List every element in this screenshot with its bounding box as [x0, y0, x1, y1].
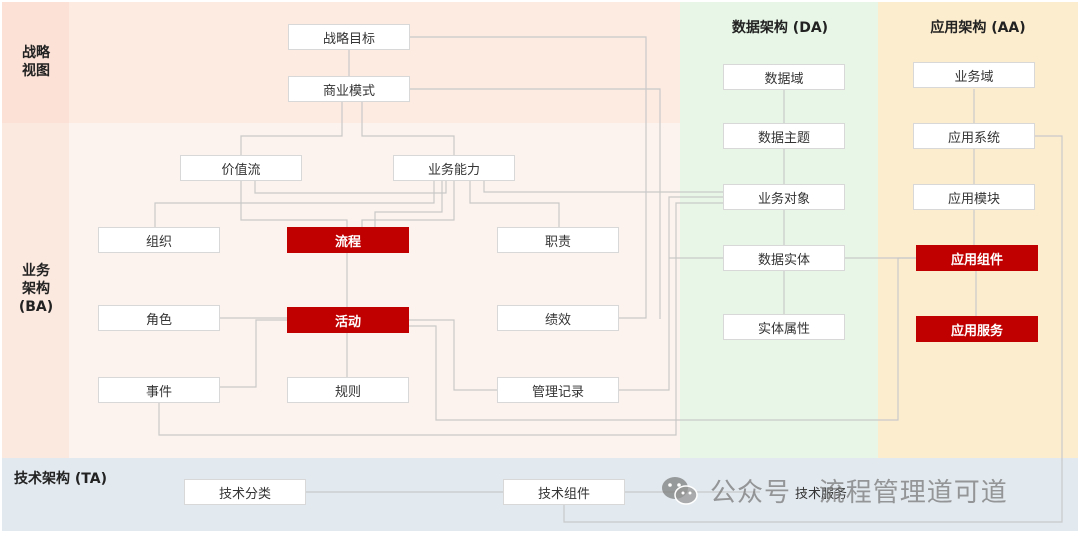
business-architecture-label: 业务 架构 (BA): [18, 263, 54, 315]
watermark: 公众号 · 流程管理道可道: [660, 472, 1008, 509]
strategy-region: [2, 2, 680, 123]
node-organization: 组织: [98, 227, 220, 253]
node-activity: 活动: [287, 307, 409, 333]
node-strategy-goal: 战略目标: [288, 24, 410, 50]
node-business-model: 商业模式: [288, 76, 410, 102]
node-tech-service: 技术服务: [794, 486, 847, 502]
node-management-record: 管理记录: [497, 377, 619, 403]
node-data-domain: 数据域: [723, 64, 845, 90]
node-tech-category: 技术分类: [184, 479, 306, 505]
application-architecture-label: 应用架构 (AA): [930, 20, 1026, 36]
node-business-capability: 业务能力: [393, 155, 515, 181]
node-application-service: 应用服务: [916, 316, 1038, 342]
node-data-subject: 数据主题: [723, 123, 845, 149]
business-label-band: [2, 123, 69, 458]
node-value-stream: 价值流: [180, 155, 302, 181]
node-application-system: 应用系统: [913, 123, 1035, 149]
node-performance: 绩效: [497, 305, 619, 331]
node-business-object: 业务对象: [723, 184, 845, 210]
node-event: 事件: [98, 377, 220, 403]
strategy-label-band: [2, 2, 69, 123]
node-application-component: 应用组件: [916, 245, 1038, 271]
node-application-module: 应用模块: [913, 184, 1035, 210]
node-tech-component: 技术组件: [503, 479, 625, 505]
node-responsibility: 职责: [497, 227, 619, 253]
watermark-text: 公众号 · 流程管理道可道: [710, 478, 1008, 508]
node-data-entity: 数据实体: [723, 245, 845, 271]
node-process: 流程: [287, 227, 409, 253]
node-business-domain: 业务域: [913, 62, 1035, 88]
node-role: 角色: [98, 305, 220, 331]
node-rule: 规则: [287, 377, 409, 403]
wechat-icon: [662, 476, 698, 505]
node-entity-attribute: 实体属性: [723, 314, 845, 340]
data-architecture-label: 数据架构 (DA): [731, 20, 829, 36]
strategy-view-label: 战略 视图: [22, 45, 50, 79]
technology-architecture-label: 技术架构 (TA): [14, 471, 107, 487]
